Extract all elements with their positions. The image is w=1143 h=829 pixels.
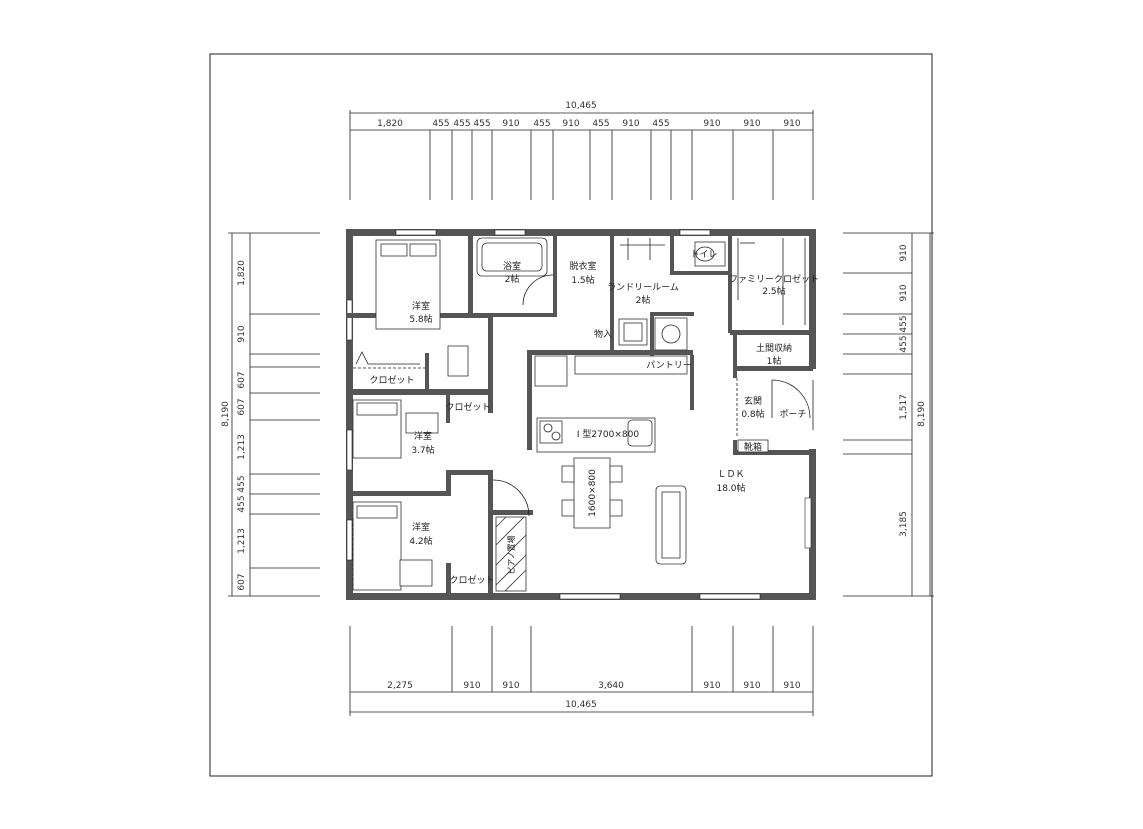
bottom-dim-0: 2,275 xyxy=(387,681,413,691)
right-dim-1: 910 xyxy=(899,284,909,301)
table-size-label: 1600×800 xyxy=(588,469,598,517)
bedroom-2-size: 3.7帖 xyxy=(411,444,434,456)
top-dim-7: 455 xyxy=(592,119,609,129)
laundry-size: 2帖 xyxy=(636,294,651,306)
pantry-label: パントリー xyxy=(646,360,691,371)
top-total-dimension: 10,465 xyxy=(565,101,597,111)
bedroom-3-size: 4.2帖 xyxy=(409,535,432,547)
porch-label: ポーチ xyxy=(779,409,806,420)
left-dimensions: 8,190 1,820 910 607 607 1,213 455 455 1,… xyxy=(221,232,320,597)
toilet-label: トイレ xyxy=(690,250,717,260)
bottom-dim-3: 3,640 xyxy=(598,681,624,691)
laundry-name: ランドリールーム xyxy=(607,282,679,293)
left-dim-0: 1,820 xyxy=(237,260,247,286)
top-dim-2: 455 xyxy=(453,119,470,129)
shoebox-cabinet xyxy=(737,439,769,453)
top-dimensions: 10,465 1,820 455 455 455 910 455 910 455… xyxy=(349,101,814,200)
dressing-size: 1.5帖 xyxy=(571,274,594,286)
desk-3 xyxy=(399,559,433,587)
entrance-size: 0.8帖 xyxy=(741,408,764,420)
closet-2-label: クロゼット xyxy=(445,401,490,413)
bath-size: 2帖 xyxy=(505,273,520,285)
shoebox-label: 靴箱 xyxy=(744,441,762,453)
closet-1-label: クロゼット xyxy=(369,374,414,386)
right-total-dimension: 8,190 xyxy=(917,401,927,427)
left-dim-6: 455 xyxy=(237,495,247,512)
top-dim-1: 455 xyxy=(432,119,449,129)
bottom-total-dimension: 10,465 xyxy=(565,700,597,710)
family-closet-name: ファミリークロゼット xyxy=(729,273,819,285)
desk-2 xyxy=(405,412,439,434)
left-dim-1: 910 xyxy=(237,325,247,342)
bottom-dim-6: 910 xyxy=(783,681,800,691)
right-dimensions: 910 910 455 455 1,517 3,185 8,190 xyxy=(843,232,934,597)
entrance-name: 玄関 xyxy=(744,395,762,407)
left-dim-7: 1,213 xyxy=(237,528,247,554)
top-dim-12: 910 xyxy=(783,119,800,129)
kitchen-label: I 型2700×800 xyxy=(577,429,639,440)
top-dim-3: 455 xyxy=(473,119,490,129)
ldk-name: ＬＤＫ xyxy=(717,470,744,480)
dining-table xyxy=(573,457,611,529)
doma-storage-name: 土間収納 xyxy=(756,342,792,354)
ldk-size: 18.0帖 xyxy=(716,482,745,494)
right-dim-3: 455 xyxy=(899,335,909,352)
bottom-dim-1: 910 xyxy=(463,681,480,691)
top-dim-6: 910 xyxy=(562,119,579,129)
windows xyxy=(346,229,812,600)
top-dim-10: 910 xyxy=(703,119,720,129)
bath-name: 浴室 xyxy=(503,260,521,272)
left-dim-8: 607 xyxy=(237,573,247,590)
left-dim-5: 455 xyxy=(237,475,247,492)
right-dim-2: 455 xyxy=(899,315,909,332)
left-dim-4: 1,213 xyxy=(237,434,247,460)
closet-3-label: クロゼット xyxy=(449,574,494,586)
left-dim-2: 607 xyxy=(237,371,247,388)
left-dim-3: 607 xyxy=(237,398,247,415)
family-closet-size: 2.5帖 xyxy=(762,285,785,297)
furniture xyxy=(352,237,814,592)
back-counter xyxy=(574,355,688,375)
stair-label: ピアノ置場 xyxy=(506,535,516,574)
bottom-dim-2: 910 xyxy=(502,681,519,691)
top-dim-9: 455 xyxy=(652,119,669,129)
top-dim-4: 910 xyxy=(502,119,519,129)
top-dim-11: 910 xyxy=(743,119,760,129)
sink xyxy=(654,317,688,351)
bottom-dimensions: 2,275 910 910 3,640 910 910 910 10,465 xyxy=(349,626,814,716)
sheet-frame xyxy=(209,53,933,777)
fridge xyxy=(534,355,568,387)
bottom-dim-4: 910 xyxy=(703,681,720,691)
top-dim-8: 910 xyxy=(622,119,639,129)
top-dim-0: 1,820 xyxy=(377,119,403,129)
storage-label: 物入 xyxy=(594,328,612,340)
desk-chair xyxy=(447,345,469,377)
room-labels: 洋室 5.8帖 クロゼット 洋室 3.7帖 クロゼット 洋室 4.2帖 クロゼッ… xyxy=(369,250,819,586)
right-dim-5: 3,185 xyxy=(899,511,909,537)
right-dim-4: 1,517 xyxy=(899,394,909,420)
toilet-fixture xyxy=(694,241,726,267)
stair-area xyxy=(495,516,527,592)
doma-storage-size: 1帖 xyxy=(767,355,782,367)
left-total-dimension: 8,190 xyxy=(221,401,231,427)
right-dim-0: 910 xyxy=(899,244,909,261)
bedroom-1-size: 5.8帖 xyxy=(409,313,432,325)
top-dim-5: 455 xyxy=(533,119,550,129)
dressing-name: 脱衣室 xyxy=(569,260,596,272)
bedroom-1-name: 洋室 xyxy=(412,300,430,312)
bedroom-2-name: 洋室 xyxy=(414,430,432,442)
bedroom-3-name: 洋室 xyxy=(412,521,430,533)
bottom-dim-5: 910 xyxy=(743,681,760,691)
